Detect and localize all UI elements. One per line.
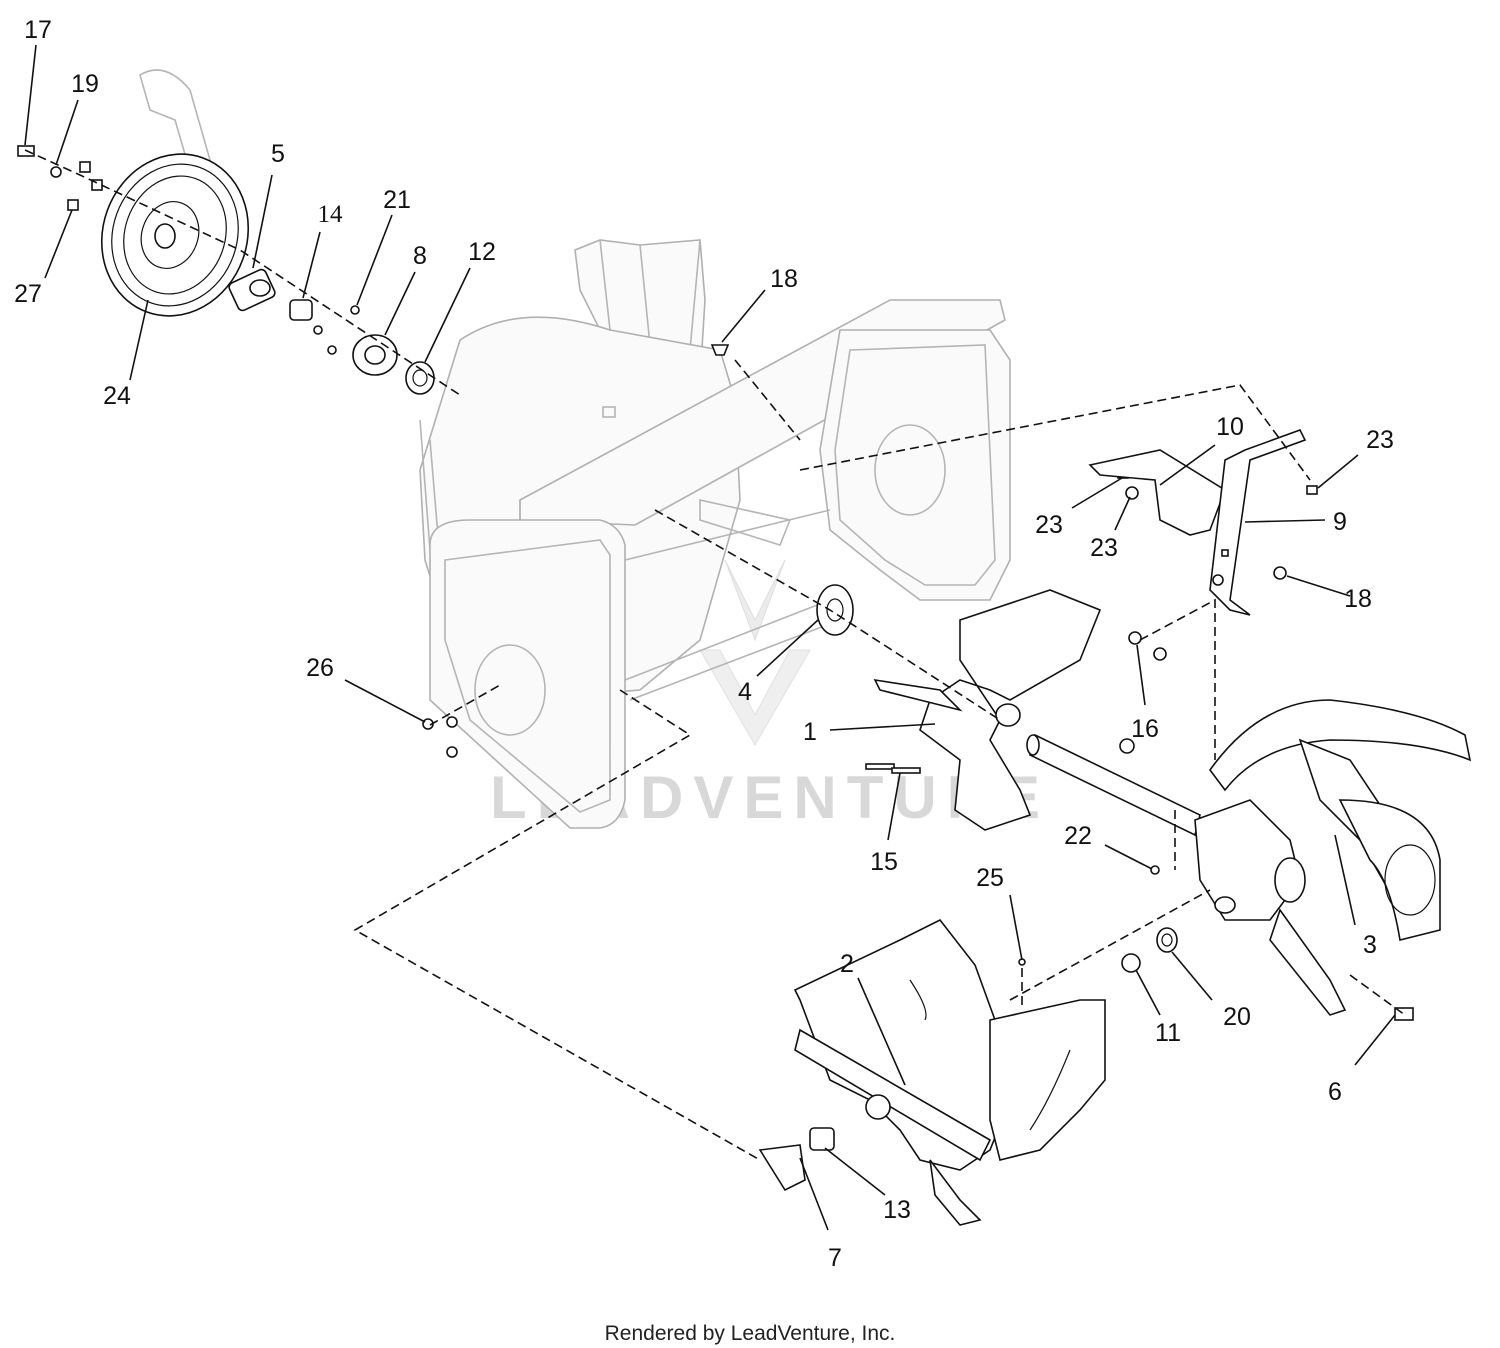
label-25: 25 xyxy=(976,864,1004,892)
label-3: 3 xyxy=(1363,931,1377,959)
auger-left xyxy=(793,918,1106,1226)
label-27: 27 xyxy=(14,280,42,308)
label-16: 16 xyxy=(1131,715,1159,743)
label-18-top: 18 xyxy=(770,265,798,293)
pulley xyxy=(100,153,250,317)
label-21: 21 xyxy=(383,186,411,214)
label-13: 13 xyxy=(883,1196,911,1224)
footer-credit: Rendered by LeadVenture, Inc. xyxy=(605,1322,896,1345)
auger-housing xyxy=(419,239,1011,829)
label-14: 14 xyxy=(318,201,344,228)
label-15: 15 xyxy=(870,848,898,876)
label-1: 1 xyxy=(803,718,817,746)
label-20: 20 xyxy=(1223,1003,1251,1031)
gearbox xyxy=(1194,799,1306,921)
label-9: 9 xyxy=(1333,508,1347,536)
assembly-lines xyxy=(24,149,1406,1161)
part-labels: 17 19 27 24 5 14 21 8 12 18 10 23 23 23 … xyxy=(14,16,1394,1272)
chute-brackets xyxy=(1088,429,1307,616)
label-17: 17 xyxy=(24,16,52,44)
label-23-center: 23 xyxy=(1090,534,1118,562)
label-18-right: 18 xyxy=(1344,585,1372,613)
impeller xyxy=(873,589,1102,831)
label-7: 7 xyxy=(828,1244,842,1272)
label-2: 2 xyxy=(840,950,854,978)
label-8: 8 xyxy=(413,242,427,270)
label-5: 5 xyxy=(271,140,285,168)
label-6: 6 xyxy=(1328,1078,1342,1106)
label-23-left: 23 xyxy=(1035,511,1063,539)
leader-lines xyxy=(24,44,1396,1231)
label-19: 19 xyxy=(71,70,99,98)
label-22: 22 xyxy=(1064,822,1092,850)
auger-right xyxy=(1209,699,1472,1016)
label-11: 11 xyxy=(1155,1019,1181,1047)
label-4: 4 xyxy=(738,678,752,706)
label-26: 26 xyxy=(306,654,334,682)
label-10: 10 xyxy=(1216,413,1244,441)
label-24: 24 xyxy=(103,382,131,410)
bearing-flange xyxy=(816,584,854,636)
label-12: 12 xyxy=(468,238,496,266)
auger-shaft xyxy=(1026,733,1201,837)
label-23-right: 23 xyxy=(1366,426,1394,454)
